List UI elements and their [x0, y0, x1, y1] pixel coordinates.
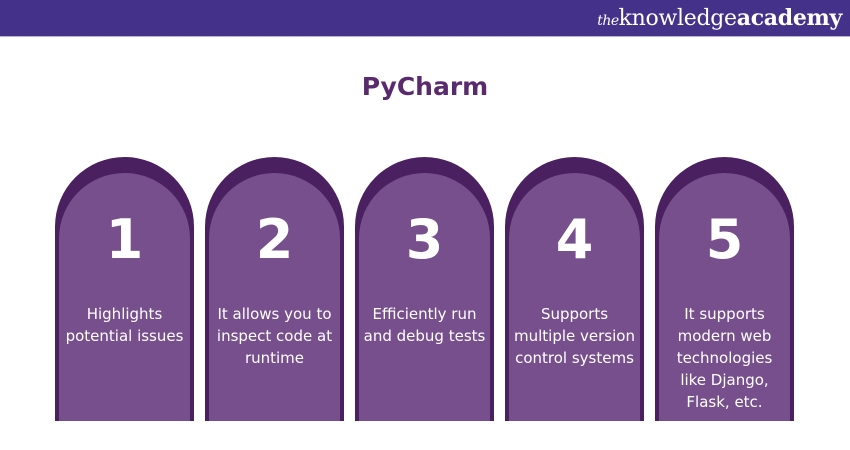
card-inner: 5 It supports modern web technologies li… [659, 173, 790, 421]
brand-knowledge: knowledge [618, 6, 737, 31]
card-inner: 2 It allows you to inspect code at runti… [209, 173, 340, 421]
feature-card-3: 3 Efficiently run and debug tests [355, 157, 494, 421]
card-text: Supports multiple version control system… [514, 305, 635, 367]
card-number: 5 [705, 208, 744, 271]
card-inner: 4 Supports multiple version control syst… [509, 173, 640, 421]
card-text: It allows you to inspect code at runtime [216, 305, 333, 367]
brand-the: the [597, 13, 619, 29]
card-number: 1 [105, 208, 144, 271]
card-text: It supports modern web technologies like… [676, 305, 773, 411]
card-inner: 1 Highlights potential issues [59, 173, 190, 421]
feature-card-1: 1 Highlights potential issues [55, 157, 194, 421]
brand-logo[interactable]: theknowledgeacademy [597, 3, 842, 36]
feature-card-2: 2 It allows you to inspect code at runti… [205, 157, 344, 421]
card-inner: 3 Efficiently run and debug tests [359, 173, 490, 421]
feature-card-5: 5 It supports modern web technologies li… [655, 157, 794, 421]
feature-card-4: 4 Supports multiple version control syst… [505, 157, 644, 421]
header-bar: theknowledgeacademy [0, 0, 850, 37]
card-number: 2 [255, 208, 294, 271]
card-number: 4 [555, 208, 594, 271]
card-text: Efficiently run and debug tests [363, 305, 486, 345]
card-number: 3 [405, 208, 444, 271]
page-title: PyCharm [361, 72, 489, 101]
card-text: Highlights potential issues [65, 305, 184, 345]
brand-academy: academy [736, 5, 843, 31]
